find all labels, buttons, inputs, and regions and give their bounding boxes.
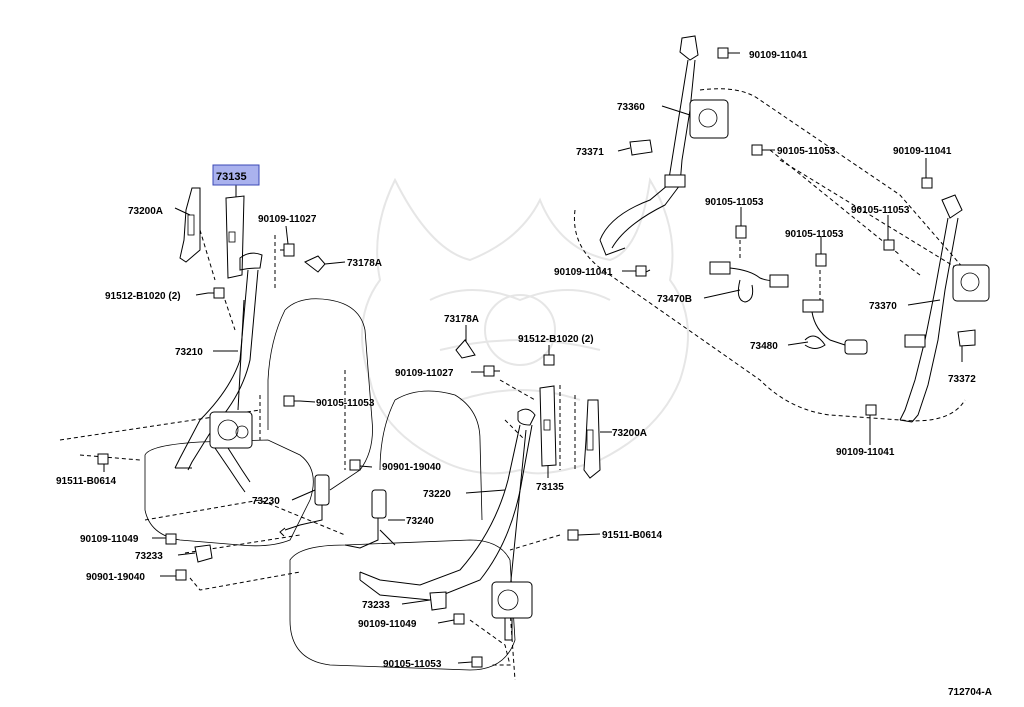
bolt-90109-11041-rl bbox=[635, 265, 647, 277]
bolt-90105-11053-b bbox=[815, 253, 827, 267]
label-90109-11041-top[interactable]: 90109-11041 bbox=[749, 50, 808, 61]
label-73470B[interactable]: 73470B bbox=[657, 294, 692, 305]
bolt-90901-left bbox=[175, 569, 187, 581]
label-90109-11027-mid[interactable]: 90109-11027 bbox=[395, 368, 454, 379]
retractor-mid bbox=[491, 581, 533, 641]
belt-73370 bbox=[899, 194, 963, 423]
label-90109-11041-rl[interactable]: 90109-11041 bbox=[554, 267, 613, 278]
buckle-73470B bbox=[709, 261, 789, 303]
cover-plate-73135-mid bbox=[539, 385, 557, 467]
label-91512-mid[interactable]: 91512-B1020 (2) bbox=[518, 334, 594, 345]
bolt-91512-left bbox=[208, 287, 225, 299]
label-90109-11027-left[interactable]: 90109-11027 bbox=[258, 214, 317, 225]
label-90105-11053-right[interactable]: 90105-11053 bbox=[851, 205, 910, 216]
bolt-90109-11041-right bbox=[921, 177, 933, 189]
retractor-left bbox=[209, 411, 253, 493]
left-seat-assembly bbox=[59, 187, 396, 591]
label-90109-11049-left[interactable]: 90109-11049 bbox=[80, 534, 139, 545]
buckle-73230 bbox=[279, 474, 330, 537]
label-73371[interactable]: 73371 bbox=[576, 147, 604, 158]
anchor-bracket-73200A-mid bbox=[583, 399, 601, 479]
label-73178A-left[interactable]: 73178A bbox=[347, 258, 382, 269]
bolt-90109-11049-left bbox=[165, 533, 177, 545]
label-73230[interactable]: 73230 bbox=[252, 496, 280, 507]
label-90901-mid[interactable]: 90901-19040 bbox=[382, 462, 441, 473]
label-73210[interactable]: 73210 bbox=[175, 347, 203, 358]
bolt-90105-11053-left bbox=[283, 395, 300, 407]
diagram-id: 712704-A bbox=[948, 687, 992, 698]
bolt-90109-11027-left bbox=[280, 243, 295, 257]
cover-73233-left bbox=[194, 544, 213, 563]
label-73370[interactable]: 73370 bbox=[869, 301, 897, 312]
bolt-90105-11053-a bbox=[735, 225, 747, 239]
label-73372[interactable]: 73372 bbox=[948, 374, 976, 385]
label-91511-left[interactable]: 91511-B0614 bbox=[56, 476, 116, 487]
bolt-90105-11053-right bbox=[883, 239, 895, 251]
retractor-73370 bbox=[952, 264, 990, 302]
belt-73360 bbox=[599, 35, 699, 256]
anchor-bracket-73200A-left bbox=[179, 187, 201, 263]
guide-73178A-mid bbox=[455, 339, 476, 359]
bolt-91511-mid bbox=[567, 529, 579, 541]
label-73135-mid[interactable]: 73135 bbox=[536, 482, 564, 493]
label-90109-11041-br[interactable]: 90109-11041 bbox=[836, 447, 895, 458]
buckle-73240 bbox=[344, 489, 396, 549]
bolt-91511-left bbox=[97, 453, 109, 465]
label-90105-11053-top[interactable]: 90105-11053 bbox=[777, 146, 836, 157]
label-91512-left[interactable]: 91512-B1020 (2) bbox=[105, 291, 181, 302]
bolt-90109-11049-mid bbox=[453, 613, 465, 625]
watermark-emblem bbox=[361, 177, 689, 475]
label-90105-11053-left[interactable]: 90105-11053 bbox=[316, 398, 375, 409]
label-90109-11049-mid[interactable]: 90109-11049 bbox=[358, 619, 417, 630]
cover-73233-mid bbox=[429, 591, 447, 611]
label-90105-11053-b[interactable]: 90105-11053 bbox=[785, 229, 844, 240]
part-labels: 73135 73200A 90109-11027 73178A 91512-B1… bbox=[56, 50, 992, 698]
bolt-90109-11041-br bbox=[865, 404, 877, 416]
label-73200A-mid[interactable]: 73200A bbox=[612, 428, 647, 439]
buckle-73480 bbox=[802, 299, 868, 355]
shoulder-anchor-mid bbox=[517, 408, 536, 426]
bolt-90901-mid bbox=[349, 459, 361, 471]
bolt-90109-11027-mid bbox=[483, 365, 500, 377]
label-73240[interactable]: 73240 bbox=[406, 516, 434, 527]
label-90109-11041-right[interactable]: 90109-11041 bbox=[893, 146, 952, 157]
label-91511-mid[interactable]: 91511-B0614 bbox=[602, 530, 662, 541]
label-73220[interactable]: 73220 bbox=[423, 489, 451, 500]
shoulder-anchor-left bbox=[239, 252, 263, 271]
label-73200A-left[interactable]: 73200A bbox=[128, 206, 163, 217]
bolt-90105-11053-bottom bbox=[471, 656, 483, 668]
bolt-91512-mid bbox=[543, 354, 555, 366]
label-73360[interactable]: 73360 bbox=[617, 102, 645, 113]
label-73233-mid[interactable]: 73233 bbox=[362, 600, 390, 611]
label-90105-11053-bottom[interactable]: 90105-11053 bbox=[383, 659, 442, 670]
clip-73371 bbox=[629, 139, 653, 156]
bolt-90105-11053-top bbox=[751, 144, 763, 156]
label-73135-highlighted[interactable]: 73135 bbox=[216, 171, 247, 183]
leader-lines bbox=[103, 105, 963, 664]
label-73178A-mid[interactable]: 73178A bbox=[444, 314, 479, 325]
rear-seat-assembly bbox=[573, 35, 990, 423]
label-73233-left[interactable]: 73233 bbox=[135, 551, 163, 562]
label-73480[interactable]: 73480 bbox=[750, 341, 778, 352]
middle-seat-assembly bbox=[289, 339, 601, 681]
label-90105-11053-a[interactable]: 90105-11053 bbox=[705, 197, 764, 208]
label-90901-left[interactable]: 90901-19040 bbox=[86, 572, 145, 583]
highlight-box-73135[interactable] bbox=[212, 164, 260, 186]
clip-73372 bbox=[957, 329, 976, 347]
retractor-73360 bbox=[689, 99, 729, 139]
guide-73178A-left bbox=[304, 255, 326, 273]
bolt-90109-11041-top bbox=[717, 47, 740, 59]
